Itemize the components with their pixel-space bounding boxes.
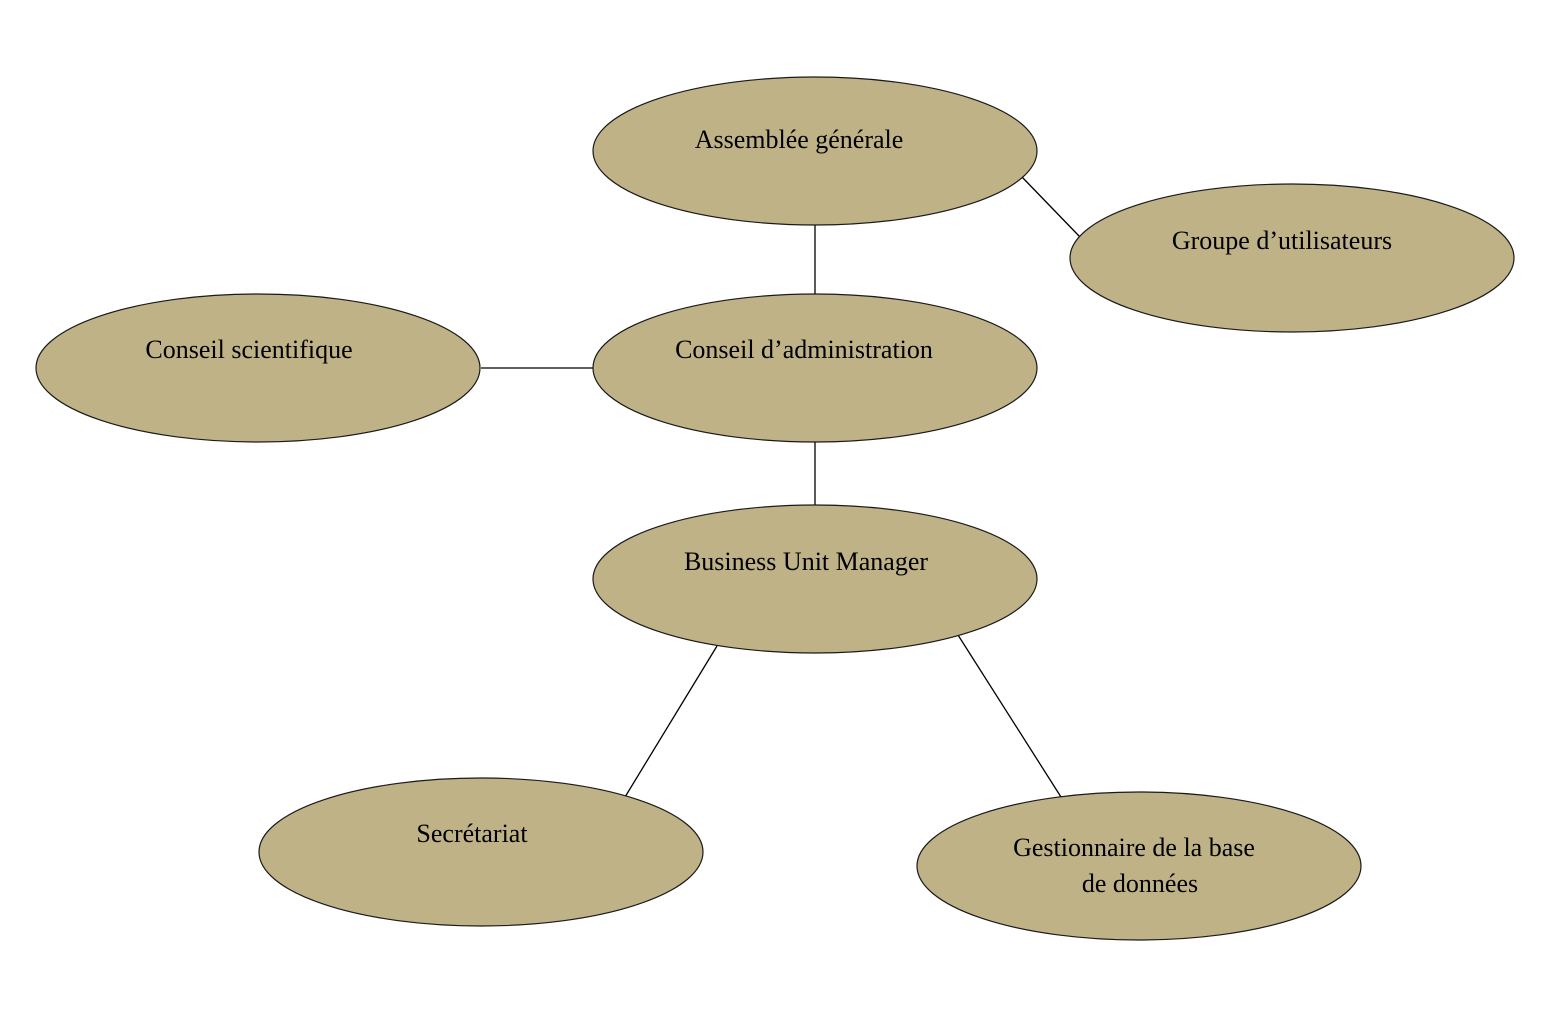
node-gestionnaire-label-line-1: Gestionnaire de la base xyxy=(1013,833,1255,862)
node-assemblee-generale: Assemblée générale xyxy=(592,76,1038,226)
node-groupe-utilisateurs-label: Groupe d’utilisateurs xyxy=(1172,226,1392,255)
node-business-unit-manager-shape xyxy=(592,504,1038,654)
edge-assemblee-groupe xyxy=(1021,176,1081,238)
node-conseil-scientifique-label: Conseil scientifique xyxy=(145,335,352,364)
node-assemblee-generale-shape xyxy=(592,76,1038,226)
node-secretariat-shape xyxy=(258,777,704,927)
node-assemblee-generale-label: Assemblée générale xyxy=(695,125,904,154)
node-groupe-utilisateurs: Groupe d’utilisateurs xyxy=(1069,183,1515,333)
node-conseil-administration-shape xyxy=(592,293,1038,443)
node-gestionnaire-label-line-2: de données xyxy=(1082,869,1198,898)
node-secretariat: Secrétariat xyxy=(258,777,704,927)
edge-bum-gestionnaire xyxy=(957,634,1062,798)
connectors xyxy=(481,176,1081,798)
node-business-unit-manager: Business Unit Manager xyxy=(592,504,1038,654)
node-conseil-scientifique: Conseil scientifique xyxy=(35,293,481,443)
node-gestionnaire-base-donnees-shape xyxy=(916,791,1362,941)
node-secretariat-label: Secrétariat xyxy=(416,819,528,848)
node-business-unit-manager-label: Business Unit Manager xyxy=(684,547,928,576)
node-conseil-administration-label: Conseil d’administration xyxy=(675,335,933,364)
node-conseil-administration: Conseil d’administration xyxy=(592,293,1038,443)
nodes: Assemblée générale Groupe d’utilisateurs… xyxy=(35,76,1515,941)
node-gestionnaire-base-donnees: Gestionnaire de la base de données xyxy=(916,791,1362,941)
node-groupe-utilisateurs-shape xyxy=(1069,183,1515,333)
edge-bum-secretariat xyxy=(624,645,718,798)
node-conseil-scientifique-shape xyxy=(35,293,481,443)
